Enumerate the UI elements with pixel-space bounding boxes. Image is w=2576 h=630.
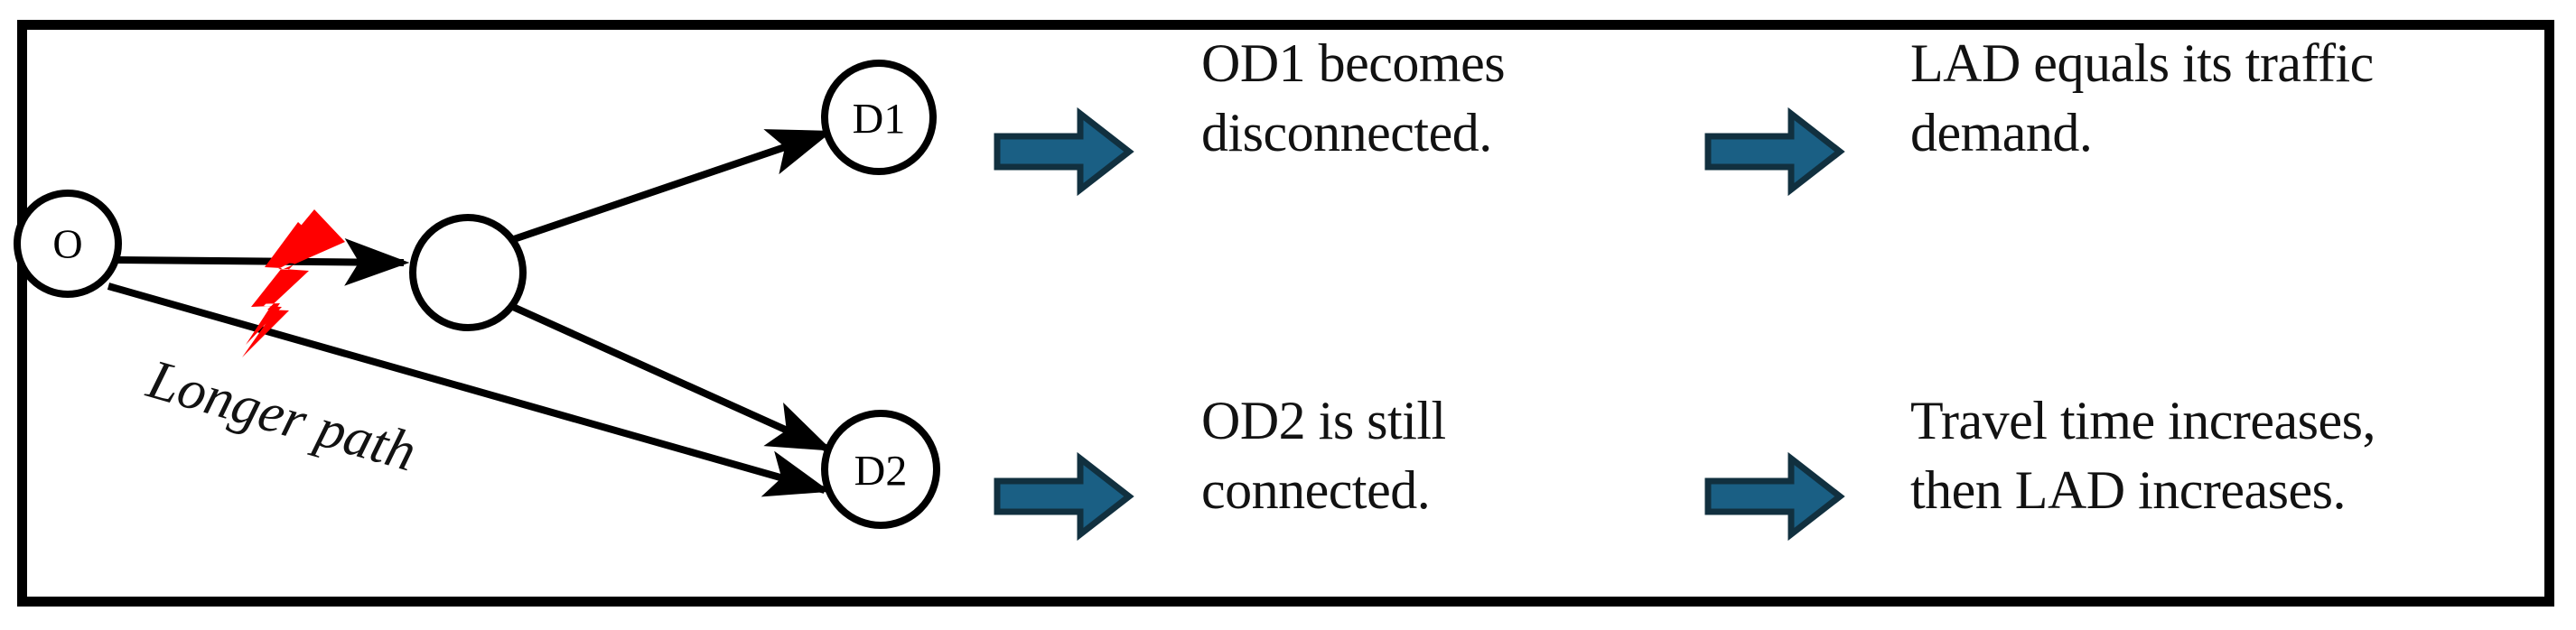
edge-o-mid xyxy=(117,237,410,286)
block-arrow-right-icon-2 xyxy=(1703,107,1847,201)
message-travel-time-increases: Travel time increases, then LAD increase… xyxy=(1910,391,2375,520)
svg-text:Longer path: Longer path xyxy=(140,348,423,484)
edge-label-longer-path: Longer path xyxy=(140,348,423,484)
edge-o-d2-longer-path xyxy=(107,283,831,497)
edge-mid-d1 xyxy=(509,129,834,244)
node-d2: D2 xyxy=(821,410,940,529)
edge-mid-d2 xyxy=(511,303,833,452)
message-od2-connected: OD2 is still connected. xyxy=(1201,391,1446,520)
node-d2-label: D2 xyxy=(854,448,908,496)
block-arrow-right-icon-3 xyxy=(992,451,1136,546)
lightning-bolt-icon xyxy=(242,209,345,357)
block-arrow-right-icon-1 xyxy=(992,107,1136,201)
block-arrow-right-icon-4 xyxy=(1703,451,1847,546)
message-od1-disconnected: OD1 becomes disconnected. xyxy=(1201,33,1506,162)
node-d1: D1 xyxy=(821,60,937,175)
network-diagram: O D1 D2 Longer path xyxy=(0,0,966,630)
node-d1-label: D1 xyxy=(853,96,906,144)
node-intermediate xyxy=(409,214,527,331)
node-o-label: O xyxy=(52,221,82,267)
node-o: O xyxy=(14,190,122,298)
message-lad-equals-demand: LAD equals its traffic demand. xyxy=(1910,33,2374,162)
